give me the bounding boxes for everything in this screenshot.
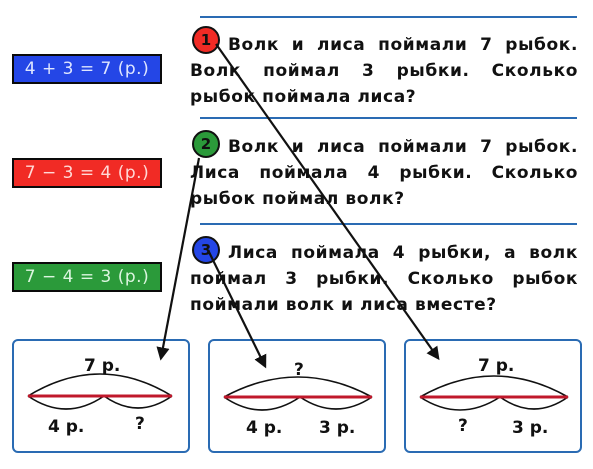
equation-box-red: 7 − 3 = 4 (р.) xyxy=(12,158,162,188)
problem-number-badge-blue: 3 xyxy=(192,236,220,264)
diagram-box-1 xyxy=(12,339,190,453)
badge-number: 3 xyxy=(200,241,212,259)
diagram-2-left-label: 4 р. xyxy=(246,418,283,438)
problem-text: Волк и лиса поймали 7 рыбок. Волк поймал… xyxy=(190,35,578,107)
diagram-1-left-label: 4 р. xyxy=(48,417,85,437)
divider-line xyxy=(200,16,577,18)
problem-2: Волк и лиса поймали 7 рыбок. Лиса поймал… xyxy=(190,134,578,212)
diagram-3-top-label: 7 р. xyxy=(478,356,515,376)
diagram-2-top-label: ? xyxy=(294,360,304,380)
problem-text: Лиса поймала 4 рыбки, а волк поймал 3 ры… xyxy=(190,243,578,315)
badge-number: 2 xyxy=(200,135,212,153)
divider-line xyxy=(200,223,577,225)
diagram-3-left-label: ? xyxy=(458,416,468,436)
equation-box-green: 7 − 4 = 3 (р.) xyxy=(12,262,162,292)
problem-text: Волк и лиса поймали 7 рыбок. Лиса поймал… xyxy=(190,137,578,209)
diagram-2-right-label: 3 р. xyxy=(319,418,356,438)
equation-box-blue: 4 + 3 = 7 (р.) xyxy=(12,54,162,84)
problem-1: Волк и лиса поймали 7 рыбок. Волк поймал… xyxy=(190,32,578,110)
badge-number: 1 xyxy=(200,31,212,49)
equation-text: 7 − 3 = 4 (р.) xyxy=(24,163,150,183)
diagram-box-2 xyxy=(208,339,386,453)
problem-number-badge-green: 2 xyxy=(192,130,220,158)
equation-text: 4 + 3 = 7 (р.) xyxy=(24,59,150,79)
problem-number-badge-red: 1 xyxy=(192,26,220,54)
divider-line xyxy=(200,117,577,119)
diagram-1-top-label: 7 р. xyxy=(84,356,121,376)
equation-text: 7 − 4 = 3 (р.) xyxy=(24,267,150,287)
diagram-box-3 xyxy=(404,339,582,453)
diagram-3-right-label: 3 р. xyxy=(512,418,549,438)
problem-3: Лиса поймала 4 рыбки, а волк поймал 3 ры… xyxy=(190,240,578,318)
diagram-1-right-label: ? xyxy=(135,414,145,434)
